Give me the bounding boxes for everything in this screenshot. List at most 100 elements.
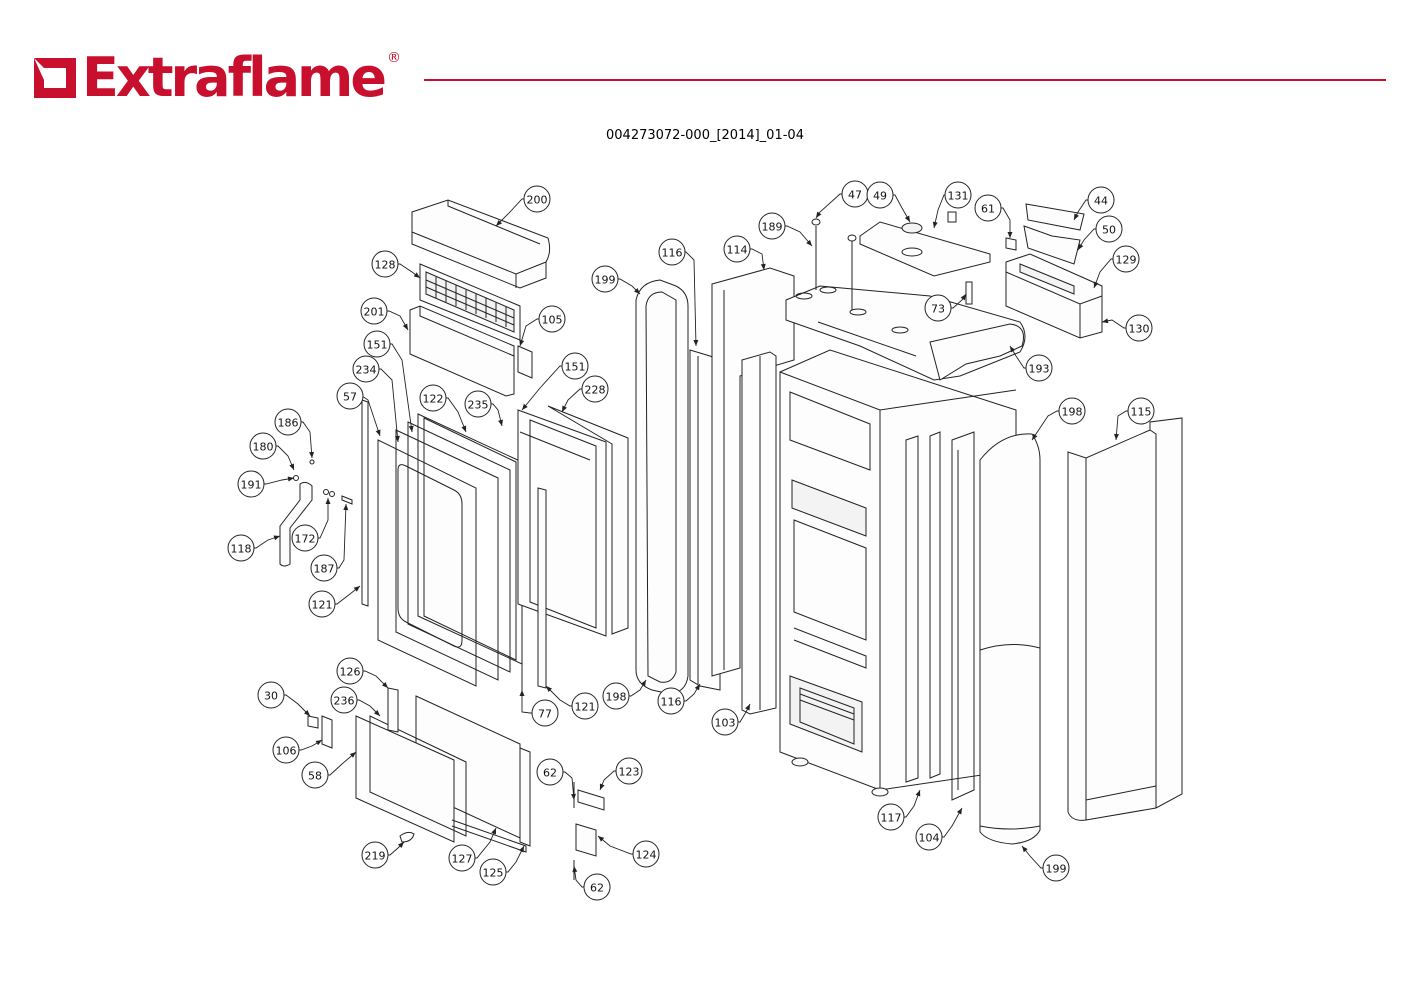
callout-label: 198 bbox=[1062, 406, 1083, 419]
leader-line bbox=[1001, 207, 1011, 238]
arrowhead-icon bbox=[413, 272, 420, 278]
arrowhead-icon bbox=[745, 704, 750, 711]
leader-line bbox=[335, 585, 361, 605]
callout-label: 122 bbox=[423, 393, 444, 406]
callout-bubble bbox=[602, 682, 630, 710]
part-air-duct bbox=[929, 323, 1024, 381]
arrowhead-icon bbox=[599, 783, 605, 790]
callout-label: 198 bbox=[606, 691, 627, 704]
callout-bubble bbox=[758, 212, 786, 240]
arrowhead-icon bbox=[1093, 281, 1099, 288]
callout-191: 191 bbox=[237, 470, 295, 498]
callout-label: 123 bbox=[619, 766, 640, 779]
part-lower-hinges bbox=[307, 715, 605, 880]
callout-199: 199 bbox=[591, 265, 641, 295]
callout-label: 187 bbox=[314, 563, 335, 576]
arrowhead-icon bbox=[915, 790, 921, 797]
callout-50: 50 bbox=[1077, 215, 1123, 251]
arrowhead-icon bbox=[325, 498, 331, 504]
callout-label: 180 bbox=[253, 441, 274, 454]
callout-bubble bbox=[711, 708, 739, 736]
callout-172: 172 bbox=[291, 498, 331, 552]
part-lower-door bbox=[355, 687, 531, 853]
callout-label: 193 bbox=[1029, 363, 1050, 376]
arrowhead-icon bbox=[1102, 318, 1109, 324]
header-divider bbox=[424, 79, 1386, 81]
document-code: 004273072-000_[2014]_01-04 bbox=[606, 128, 804, 143]
callout-bubble bbox=[237, 470, 265, 498]
callout-bubble bbox=[915, 823, 943, 851]
callout-62: 62 bbox=[572, 865, 611, 901]
leader-line bbox=[519, 318, 539, 347]
callout-bubble bbox=[336, 382, 364, 410]
callout-bubble bbox=[658, 238, 686, 266]
leader-line bbox=[357, 699, 381, 717]
arrowhead-icon bbox=[519, 339, 525, 346]
callout-77: 77 bbox=[519, 690, 559, 727]
arrowhead-icon bbox=[1022, 846, 1028, 853]
arrowhead-icon bbox=[572, 866, 578, 873]
callout-label: 58 bbox=[308, 770, 322, 783]
leader-line bbox=[545, 685, 572, 707]
callout-bubble bbox=[301, 761, 329, 789]
callout-label: 186 bbox=[278, 417, 299, 430]
arrowhead-icon bbox=[273, 535, 280, 541]
callout-126: 126 bbox=[336, 657, 389, 689]
callout-label: 57 bbox=[343, 391, 357, 404]
leader-line bbox=[495, 198, 524, 227]
callout-label: 103 bbox=[715, 717, 736, 730]
leader-line bbox=[893, 194, 911, 223]
callout-label: 114 bbox=[727, 244, 748, 257]
arrowhead-icon bbox=[287, 476, 294, 482]
arrowhead-icon bbox=[694, 684, 700, 691]
callout-label: 201 bbox=[364, 306, 385, 319]
leader-line bbox=[597, 835, 633, 855]
arrowhead-icon bbox=[397, 842, 404, 849]
arrowhead-icon bbox=[402, 323, 408, 330]
callout-label: 131 bbox=[948, 190, 969, 203]
callout-106: 106 bbox=[272, 736, 323, 764]
callout-128: 128 bbox=[371, 250, 421, 279]
leader-line bbox=[254, 535, 281, 549]
callout-73: 73 bbox=[924, 293, 967, 322]
arrowhead-icon bbox=[932, 221, 938, 228]
callout-117: 117 bbox=[877, 789, 921, 831]
leader-line bbox=[379, 368, 399, 443]
callout-bubble bbox=[1025, 354, 1053, 382]
callout-bubble bbox=[272, 736, 300, 764]
callout-bubble bbox=[974, 194, 1002, 222]
callout-label: 105 bbox=[542, 314, 563, 327]
callout-199: 199 bbox=[1021, 845, 1070, 882]
arrowhead-icon bbox=[1010, 346, 1016, 353]
callout-label: 77 bbox=[538, 708, 552, 721]
callout-bubble bbox=[336, 657, 364, 685]
callout-bubble bbox=[723, 235, 751, 263]
callout-label: 129 bbox=[1116, 254, 1137, 267]
callout-bubble bbox=[249, 432, 277, 460]
callout-label: 236 bbox=[334, 695, 355, 708]
arrowhead-icon bbox=[1007, 232, 1013, 238]
arrowhead-icon bbox=[349, 752, 356, 758]
part-top-lid bbox=[859, 221, 991, 305]
leader-line bbox=[573, 865, 584, 888]
callout-label: 126 bbox=[340, 666, 361, 679]
callout-187: 187 bbox=[310, 503, 349, 582]
leader-line bbox=[337, 503, 347, 569]
callout-label: 228 bbox=[585, 384, 606, 397]
callout-125: 125 bbox=[479, 845, 525, 886]
callout-bubble bbox=[330, 686, 358, 714]
callout-189: 189 bbox=[758, 212, 813, 247]
part-top-cover bbox=[411, 199, 551, 289]
arrowhead-icon bbox=[1074, 213, 1079, 220]
callout-label: 234 bbox=[356, 364, 377, 377]
leader-line bbox=[387, 310, 409, 331]
callout-label: 116 bbox=[661, 696, 682, 709]
leader-line bbox=[318, 498, 329, 539]
callout-198: 198 bbox=[602, 679, 647, 710]
callout-label: 151 bbox=[367, 339, 388, 352]
callout-115: 115 bbox=[1114, 397, 1155, 441]
callout-bubble bbox=[1125, 314, 1153, 342]
callout-bubble bbox=[448, 844, 476, 872]
callout-121: 121 bbox=[545, 685, 599, 720]
